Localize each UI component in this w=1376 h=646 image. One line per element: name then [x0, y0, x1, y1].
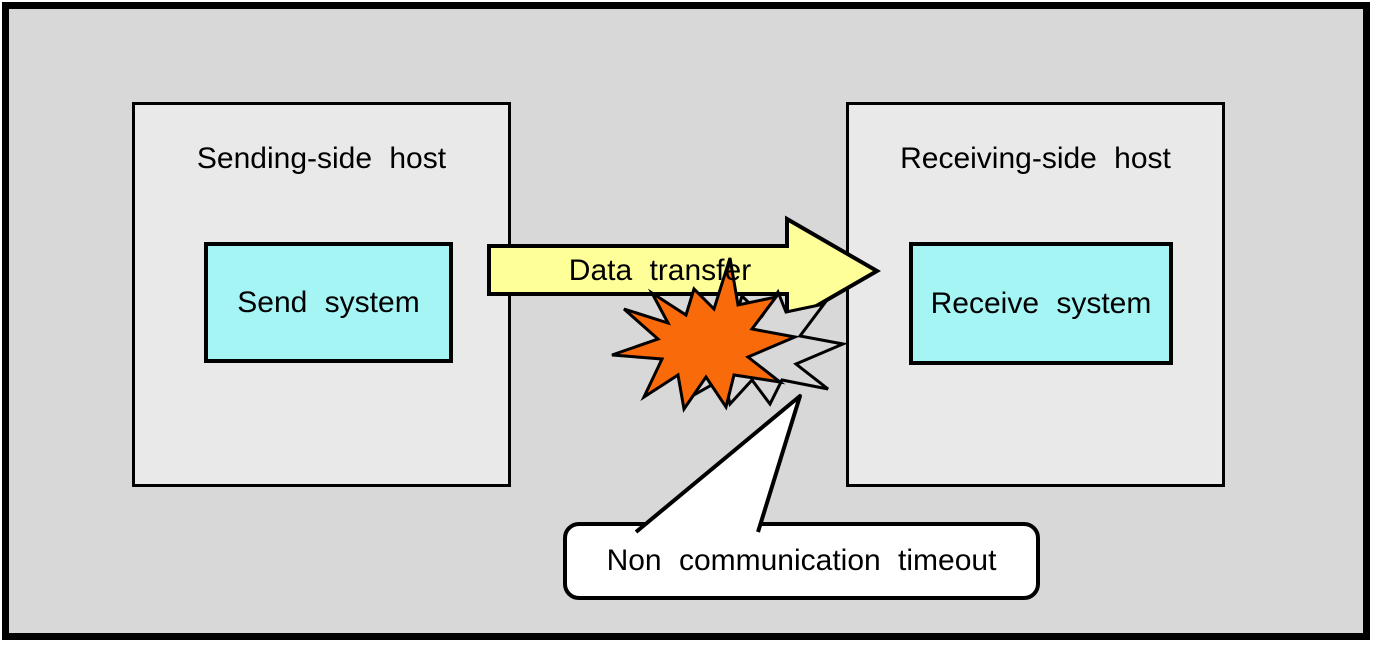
send-system-label: Send system — [237, 285, 420, 319]
callout-box: Non communication timeout — [563, 522, 1040, 600]
callout-label: Non communication timeout — [606, 544, 997, 577]
receiving-host-title: Receiving-side host — [900, 142, 1171, 175]
sending-host-title: Sending-side host — [196, 142, 447, 175]
send-system-box: Send system — [204, 242, 453, 363]
receive-system-label: Receive system — [930, 286, 1152, 320]
data-transfer-label: Data transfer — [568, 254, 752, 287]
receive-system-box: Receive system — [909, 242, 1173, 365]
